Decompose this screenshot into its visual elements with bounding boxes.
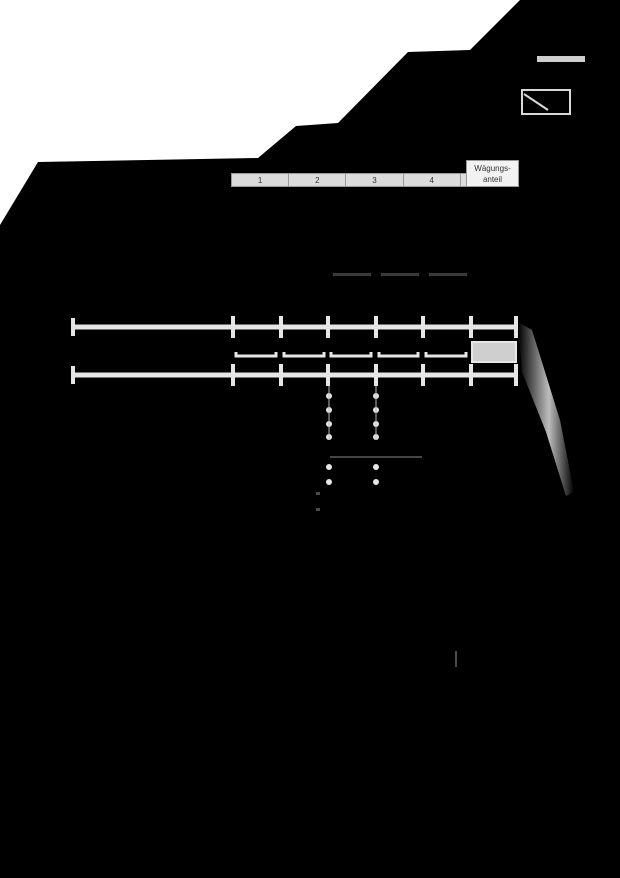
bracket-row xyxy=(234,352,468,358)
edge-glare xyxy=(518,322,574,496)
column-header-strip: 1 2 3 4 5 xyxy=(231,173,519,187)
stray-dots xyxy=(316,492,457,667)
weight-header-line-1: Wägungs- xyxy=(474,164,511,173)
corner-box-top xyxy=(537,56,585,62)
weight-column-header: Wägungs- anteil xyxy=(466,160,519,187)
rule-1-ticks xyxy=(231,316,518,338)
rule-2-ticks xyxy=(231,364,518,386)
header-mark-1 xyxy=(333,273,371,276)
column-header-4: 4 xyxy=(404,174,461,186)
corner-box xyxy=(521,89,571,115)
corner-tab xyxy=(520,18,608,120)
weight-header-line-2: anteil xyxy=(482,175,503,184)
corner-box-diagonal xyxy=(523,93,549,111)
column-header-1: 1 xyxy=(232,174,290,186)
column-header-2: 2 xyxy=(289,174,347,186)
header-mark-3 xyxy=(429,273,467,276)
header-mark-2 xyxy=(381,273,419,276)
column-header-3: 3 xyxy=(346,174,404,186)
weight-cell-outline xyxy=(471,341,517,363)
